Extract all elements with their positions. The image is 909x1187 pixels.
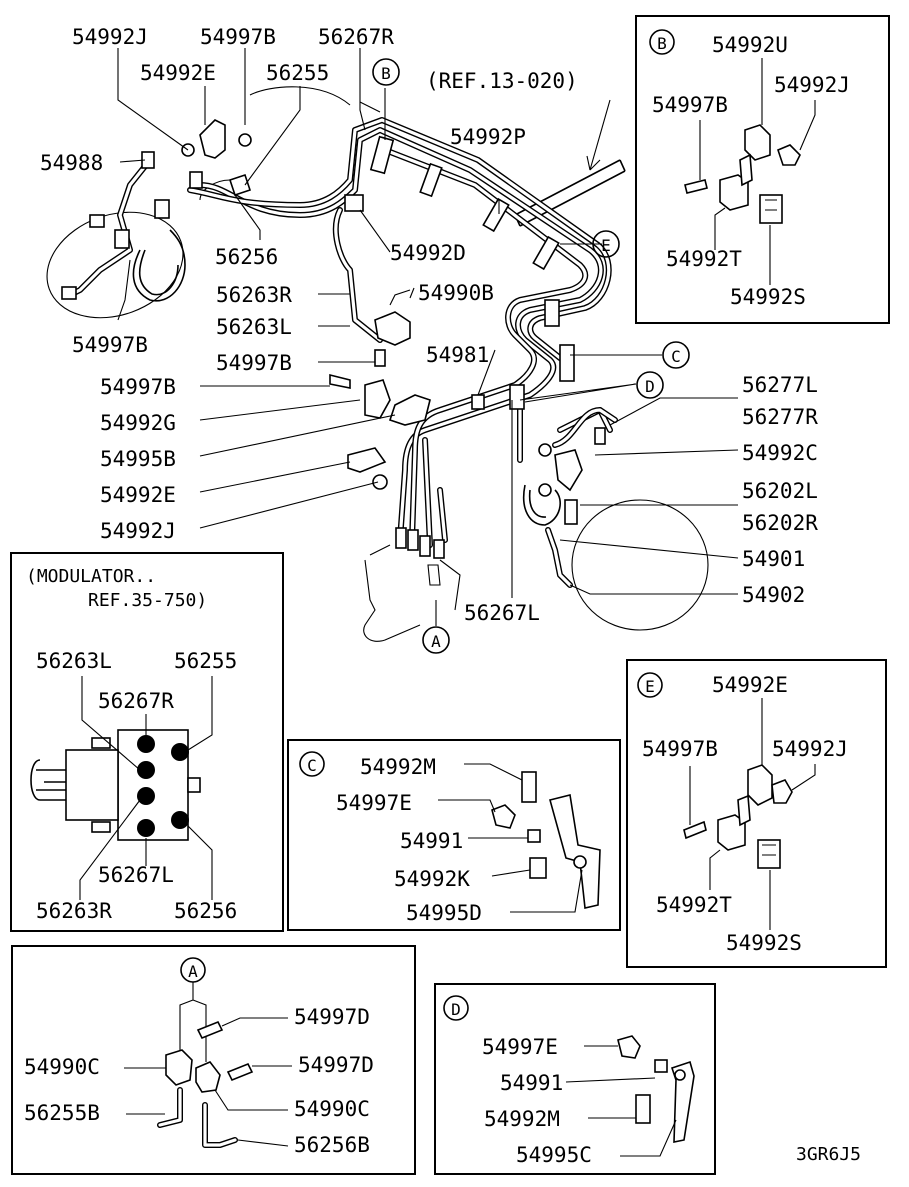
junction-block-54990B	[329, 289, 485, 490]
detail-a-label-56255B: 56255B	[24, 1101, 100, 1125]
detail-c-label-54992K: 54992K	[394, 867, 470, 891]
label-54992E-top: 54992E	[140, 61, 216, 85]
top-left-brackets	[141, 119, 252, 197]
detail-d-panel: D 54997E 54991 54992M 54995C	[434, 983, 716, 1175]
label-56277R: 56277R	[742, 405, 818, 429]
detail-a-panel: A 54997D 54990C 54997D 56255B 54990C 562…	[11, 945, 416, 1175]
callout-markers: B E C D A	[372, 58, 690, 654]
modulator-label-56263L: 56263L	[36, 649, 112, 673]
label-54992C: 54992C	[742, 441, 818, 465]
detail-c-label-54995D: 54995D	[406, 901, 482, 925]
detail-a-label-54997D-1: 54997D	[294, 1005, 370, 1029]
label-54981: 54981	[426, 343, 489, 367]
label-54992D: 54992D	[390, 241, 466, 265]
modulator-label-56263R: 56263R	[36, 899, 112, 923]
label-54997B-low: 54997B	[100, 375, 176, 399]
detail-a-label-56256B: 56256B	[294, 1133, 370, 1157]
callout-E: E	[601, 236, 611, 255]
label-54992P: 54992P	[450, 125, 526, 149]
detail-c-label-54992M: 54992M	[360, 755, 436, 779]
label-56255-top: 56255	[266, 61, 329, 85]
modulator-label-56255: 56255	[174, 649, 237, 673]
callout-C: C	[671, 347, 681, 366]
detail-b-label-54992S: 54992S	[730, 285, 806, 309]
label-56202L: 56202L	[742, 479, 818, 503]
label-54901: 54901	[742, 547, 805, 571]
main-part-labels: 54992J 54997B 56267R 54992E 56255 54988 …	[40, 25, 818, 625]
label-56263L: 56263L	[216, 315, 292, 339]
modulator-unit	[30, 729, 201, 841]
modulator-panel: (MODULATOR.. REF.35-750) 56263L 56255 56…	[10, 552, 284, 932]
modulator-label-56267R: 56267R	[98, 689, 174, 713]
detail-e-label-54992T: 54992T	[656, 893, 732, 917]
pipe-clamps	[344, 135, 575, 410]
detail-e-label-54997B: 54997B	[642, 737, 718, 761]
detail-b-id: B	[657, 34, 667, 53]
hose-bracket-part	[114, 229, 130, 249]
label-56277L: 56277L	[742, 373, 818, 397]
label-54997B-left: 54997B	[72, 333, 148, 357]
lower-fittings	[395, 527, 445, 586]
detail-b-label-54992T: 54992T	[666, 247, 742, 271]
detail-b-label-54992J: 54992J	[774, 73, 850, 97]
modulator-ref-line1: (MODULATOR..	[26, 566, 156, 587]
detail-b-panel: B 54992U 54992J 54997B 54992T 54992S	[635, 15, 890, 324]
detail-b-label-54997B: 54997B	[652, 93, 728, 117]
label-54992J-low: 54992J	[100, 519, 176, 543]
body-outline	[363, 544, 461, 642]
detail-d-label-54992M: 54992M	[484, 1107, 560, 1131]
modulator-ref-line2: REF.35-750)	[88, 590, 207, 611]
main-assembly: 54992J 54997B 56267R 54992E 56255 54988 …	[40, 25, 818, 654]
callout-D: D	[645, 377, 655, 396]
front-right-hose-assembly	[523, 407, 618, 588]
right-wheel-outline	[571, 499, 709, 631]
modulator-label-56267L: 56267L	[98, 863, 174, 887]
label-54992J-top: 54992J	[72, 25, 148, 49]
diagram-code: 3GR6J5	[796, 1144, 861, 1165]
detail-c-id: C	[307, 756, 317, 775]
detail-c-label-54997E: 54997E	[336, 791, 412, 815]
label-54902: 54902	[742, 583, 805, 607]
modulator-label-56256: 56256	[174, 899, 237, 923]
left-wheel-outline	[46, 211, 184, 319]
callout-B: B	[381, 64, 391, 83]
label-56263R: 56263R	[216, 283, 292, 307]
label-54997B-mid: 54997B	[216, 351, 292, 375]
label-54988: 54988	[40, 151, 103, 175]
detail-c-label-54991: 54991	[400, 829, 463, 853]
detail-d-label-54991: 54991	[500, 1071, 563, 1095]
label-54990B: 54990B	[418, 281, 494, 305]
detail-a-label-54997D-2: 54997D	[298, 1053, 374, 1077]
detail-a-label-54990C-1: 54990C	[24, 1055, 100, 1079]
callout-A: A	[431, 632, 441, 651]
detail-e-label-54992E: 54992E	[712, 673, 788, 697]
detail-e-label-54992S: 54992S	[726, 931, 802, 955]
detail-c-panel: C 54992M 54997E 54991 54992K 54995D	[287, 739, 621, 931]
label-54995B: 54995B	[100, 447, 176, 471]
leader-lines	[117, 48, 739, 626]
detail-d-label-54995C: 54995C	[516, 1143, 592, 1167]
detail-e-id: E	[645, 677, 655, 696]
label-56267R-top: 56267R	[318, 25, 394, 49]
label-54992G: 54992G	[100, 411, 176, 435]
label-56267L: 56267L	[464, 601, 540, 625]
label-54997B-top: 54997B	[200, 25, 276, 49]
detail-a-label-54990C-2: 54990C	[294, 1097, 370, 1121]
detail-b-label-54992U: 54992U	[712, 33, 788, 57]
detail-e-panel: E 54992E 54992J 54997B 54992T 54992S	[626, 659, 887, 968]
detail-e-label-54992J: 54992J	[772, 737, 848, 761]
label-56256: 56256	[215, 245, 278, 269]
detail-a-id: A	[188, 962, 198, 981]
reference-bar	[514, 99, 626, 227]
detail-d-label-54997E: 54997E	[482, 1035, 558, 1059]
brake-pipe-bundle	[187, 117, 613, 548]
label-54992E-low: 54992E	[100, 483, 176, 507]
front-left-hose-assembly	[61, 157, 186, 302]
label-56202R: 56202R	[742, 511, 818, 535]
label-ref-13-020: (REF.13-020)	[426, 69, 578, 93]
detail-d-id: D	[451, 1000, 461, 1019]
